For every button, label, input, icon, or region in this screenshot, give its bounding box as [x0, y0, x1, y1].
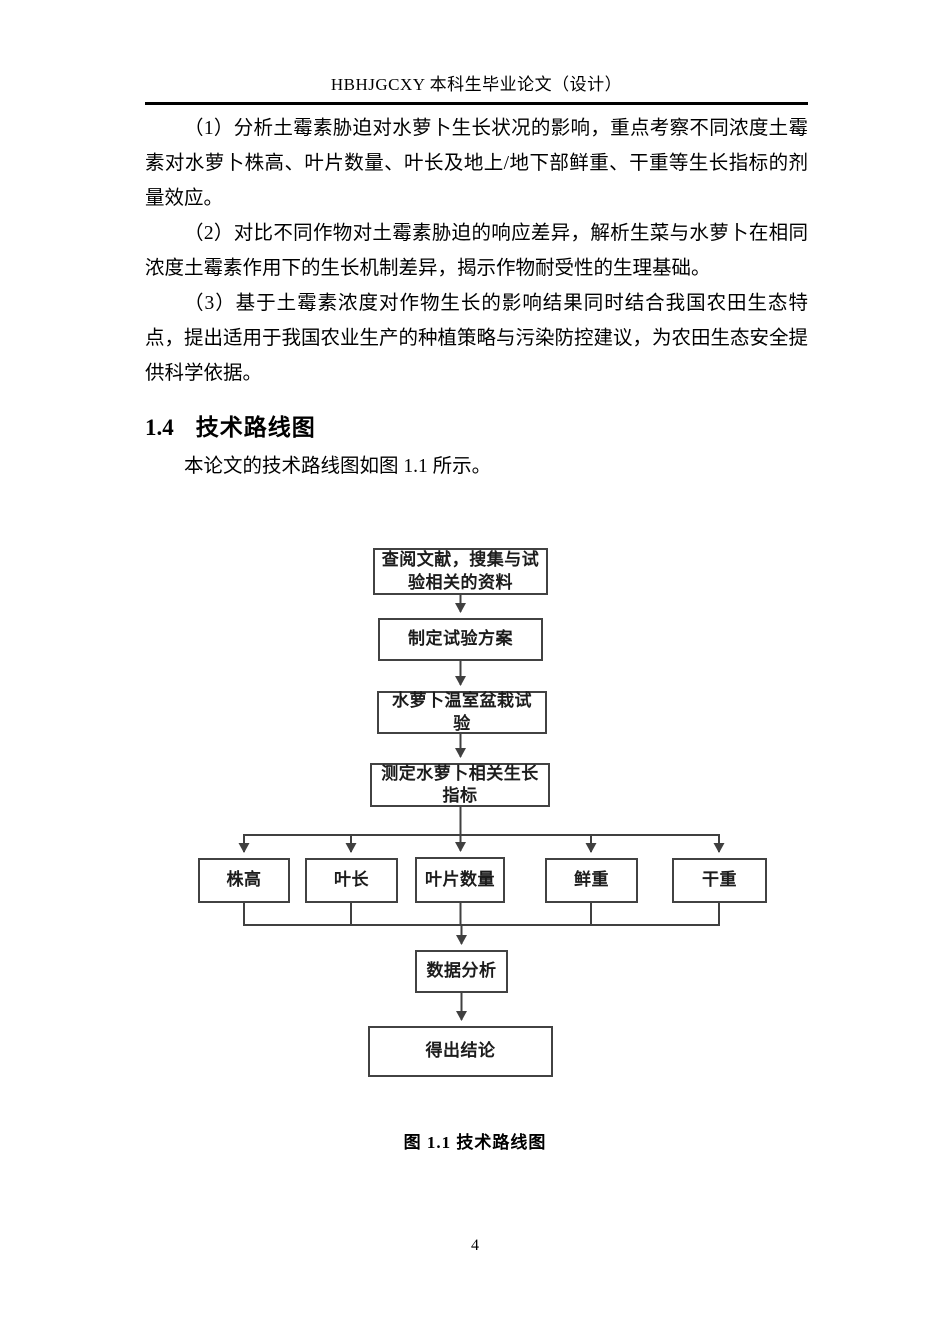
- paragraph-1: （1）分析土霉素胁迫对水萝卜生长状况的影响，重点考察不同浓度土霉素对水萝卜株高、…: [145, 118, 808, 209]
- page-header: HBHJGCXY 本科生毕业论文（设计）: [145, 70, 808, 105]
- flow-node-fresh-weight: 鲜重: [545, 858, 638, 903]
- technical-route-diagram: 查阅文献，搜集与试验相关的资料 制定试验方案 水萝卜温室盆栽试验 测定水萝卜相关…: [0, 540, 950, 1100]
- section-title: 技术路线图: [195, 414, 316, 440]
- section-number: 1.4: [145, 415, 174, 440]
- section-heading: 1.4 技术路线图: [145, 408, 316, 442]
- body-text: （1）分析土霉素胁迫对水萝卜生长状况的影响，重点考察不同浓度土霉素对水萝卜株高、…: [145, 111, 808, 391]
- flow-node-leaf-length: 叶长: [305, 858, 398, 903]
- flow-node-conclusion: 得出结论: [368, 1026, 553, 1077]
- figure-caption: 图 1.1 技术路线图: [403, 1133, 547, 1152]
- flow-node-dry-weight: 干重: [672, 858, 767, 903]
- flow-node-measure: 测定水萝卜相关生长指标: [370, 763, 550, 807]
- header-title: HBHJGCXY 本科生毕业论文（设计）: [330, 75, 623, 94]
- paragraph-2: （2）对比不同作物对土霉素胁迫的响应差异，解析生菜与水萝卜在相同浓度土霉素作用下…: [145, 223, 808, 279]
- flow-connectors: [238, 595, 725, 1021]
- flow-node-plant-height: 株高: [198, 858, 290, 903]
- flow-node-literature: 查阅文献，搜集与试验相关的资料: [373, 548, 548, 595]
- flow-node-experiment: 水萝卜温室盆栽试验: [377, 691, 547, 734]
- paragraph-3: （3）基于土霉素浓度对作物生长的影响结果同时结合我国农田生态特点，提出适用于我国…: [145, 293, 809, 384]
- flow-node-plan: 制定试验方案: [378, 618, 543, 661]
- flow-node-analysis: 数据分析: [415, 950, 508, 993]
- page-number: 4: [471, 1237, 479, 1254]
- flow-node-leaf-count: 叶片数量: [415, 857, 505, 903]
- intro-text: 本论文的技术路线图如图 1.1 所示。: [184, 456, 492, 477]
